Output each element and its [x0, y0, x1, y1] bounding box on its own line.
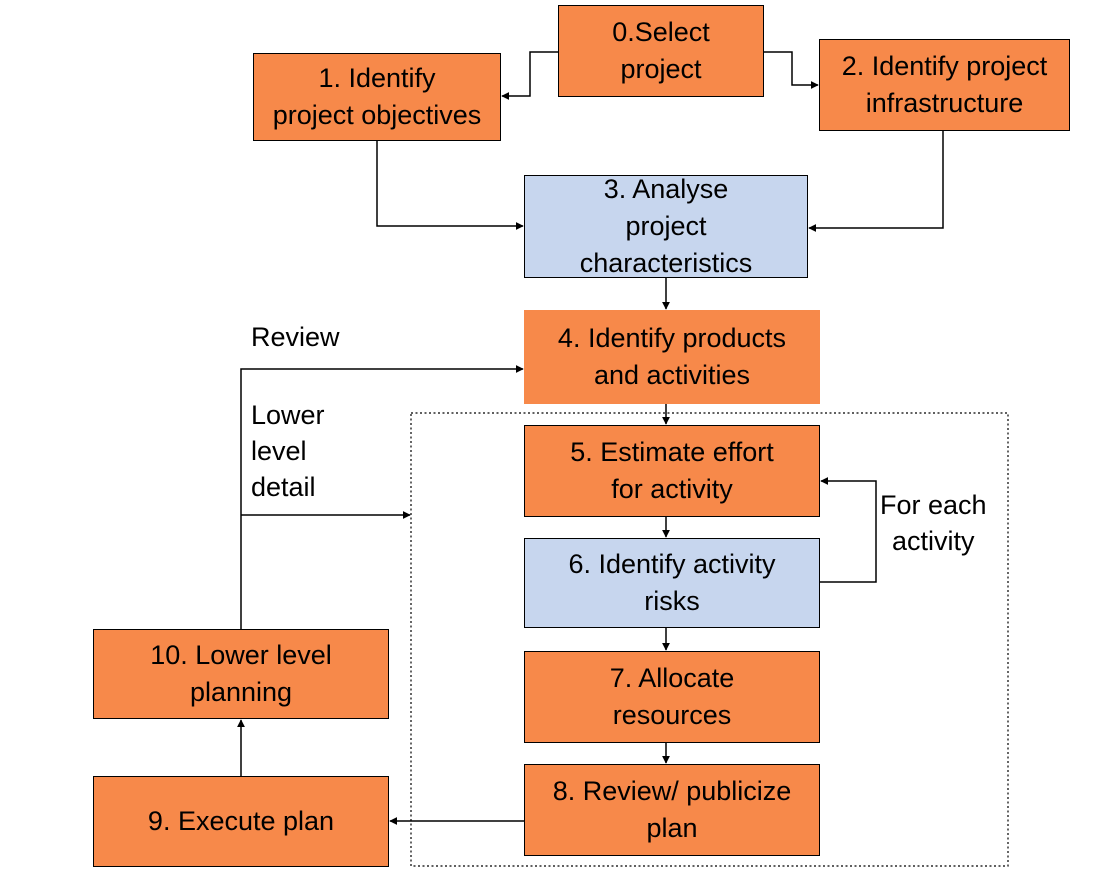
for-each-activity-label: For each activity — [880, 490, 987, 556]
step-7-allocate-resources: 7. Allocate resources — [524, 651, 820, 743]
arrow-0-to-1 — [501, 51, 558, 100]
arrow-0-to-2 — [764, 51, 819, 89]
step-6-identify-risks: 6. Identify activity risks — [524, 538, 820, 628]
review-label: Review — [251, 322, 340, 352]
activity-loop-boundary — [410, 412, 1009, 867]
step-4-identify-products: 4. Identify products and activities — [524, 310, 820, 404]
step-0-select-project: 0.Select project — [558, 5, 764, 97]
arrow-10-to-4-review — [240, 365, 524, 629]
step-10-lower-level-planning: 10. Lower level planning — [93, 629, 389, 719]
arrow-1-to-3 — [376, 141, 524, 230]
arrow-6-to-5-loop — [820, 477, 877, 583]
step-8-review-publicize: 8. Review/ publicize plan — [524, 764, 820, 856]
step-5-estimate-effort: 5. Estimate effort for activity — [524, 425, 820, 517]
step-3-analyse-characteristics: 3. Analyse project characteristics — [524, 174, 808, 278]
lower-level-detail-label: Lower level detail — [251, 400, 325, 502]
step-1-identify-objectives: 1. Identify project objectives — [253, 53, 501, 141]
step-9-execute-plan: 9. Execute plan — [93, 776, 389, 867]
arrow-2-to-3 — [808, 131, 944, 232]
step-2-identify-infrastructure: 2. Identify project infrastructure — [819, 39, 1070, 131]
